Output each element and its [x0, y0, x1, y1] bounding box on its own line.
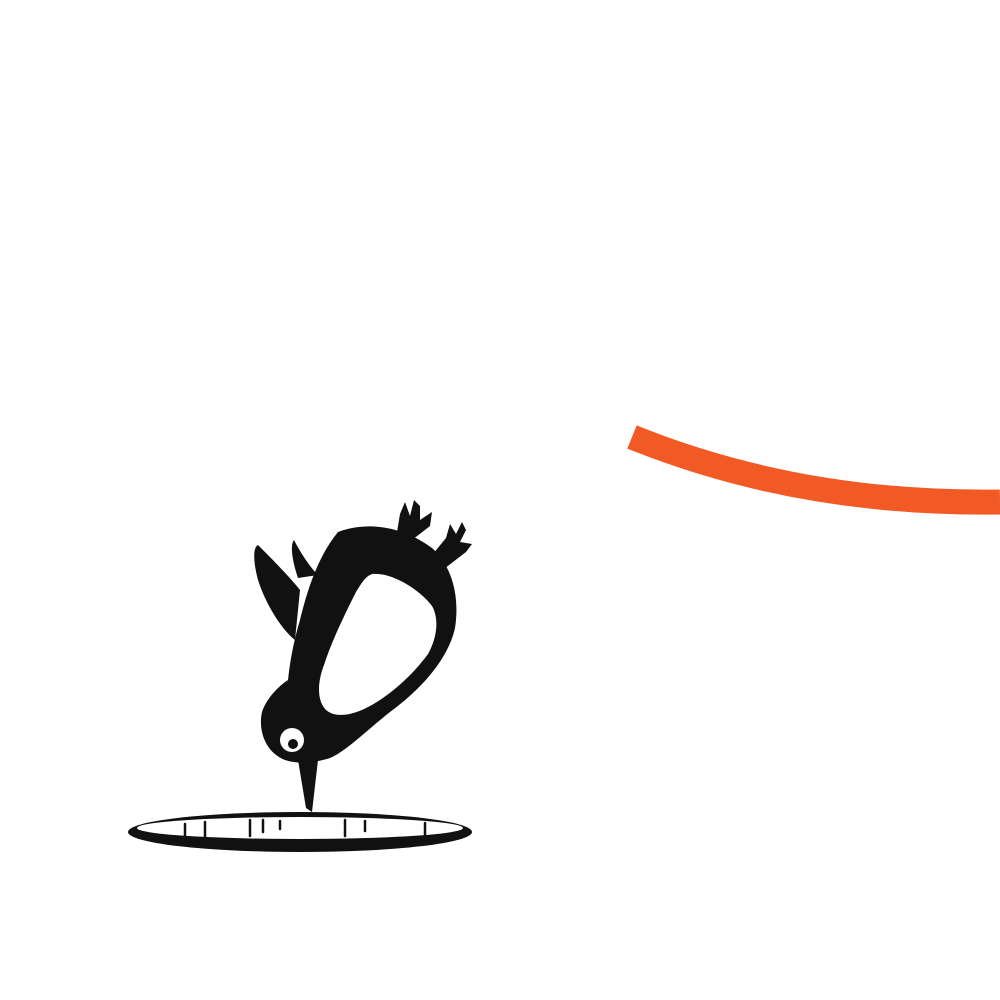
penguin-beak [298, 760, 318, 812]
penguin-foot-upper [396, 500, 432, 540]
orange-arc [627, 425, 1000, 515]
diving-penguin-icon [254, 500, 472, 812]
penguin-foot-lower [428, 522, 472, 572]
ice-hole-surface [137, 817, 463, 839]
penguin-pupil [288, 739, 298, 749]
ice-hole-icon [128, 812, 472, 852]
penguin-belly [319, 573, 437, 715]
ice-crack-marks [183, 818, 427, 842]
penguin-flipper-left [254, 545, 300, 640]
penguin-flipper-upper [291, 540, 318, 578]
